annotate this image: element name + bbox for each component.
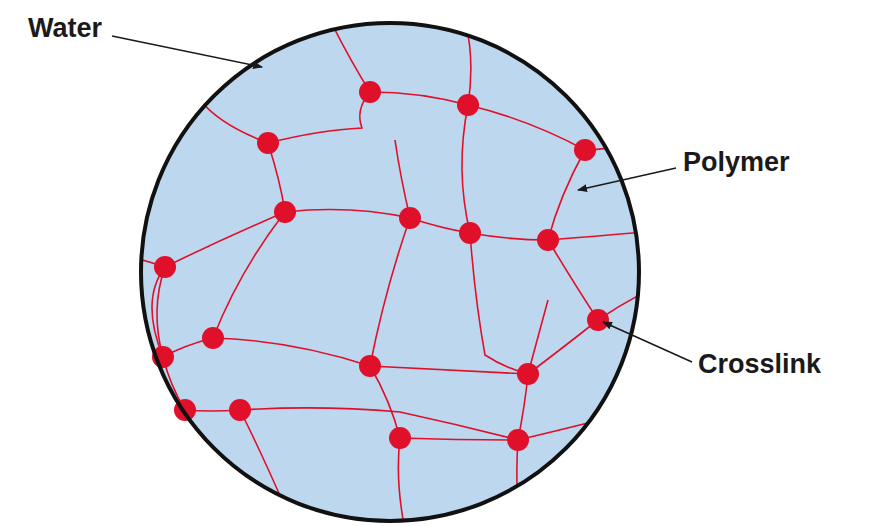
crosslink-dots bbox=[152, 81, 609, 451]
crosslink-label: Crosslink bbox=[698, 350, 821, 380]
water-label: Water bbox=[28, 14, 102, 44]
polymer-label: Polymer bbox=[683, 148, 790, 178]
leader-lines bbox=[112, 36, 692, 362]
polymer-chains bbox=[135, 20, 645, 526]
gel-outline bbox=[141, 23, 639, 521]
water-region bbox=[141, 23, 639, 521]
